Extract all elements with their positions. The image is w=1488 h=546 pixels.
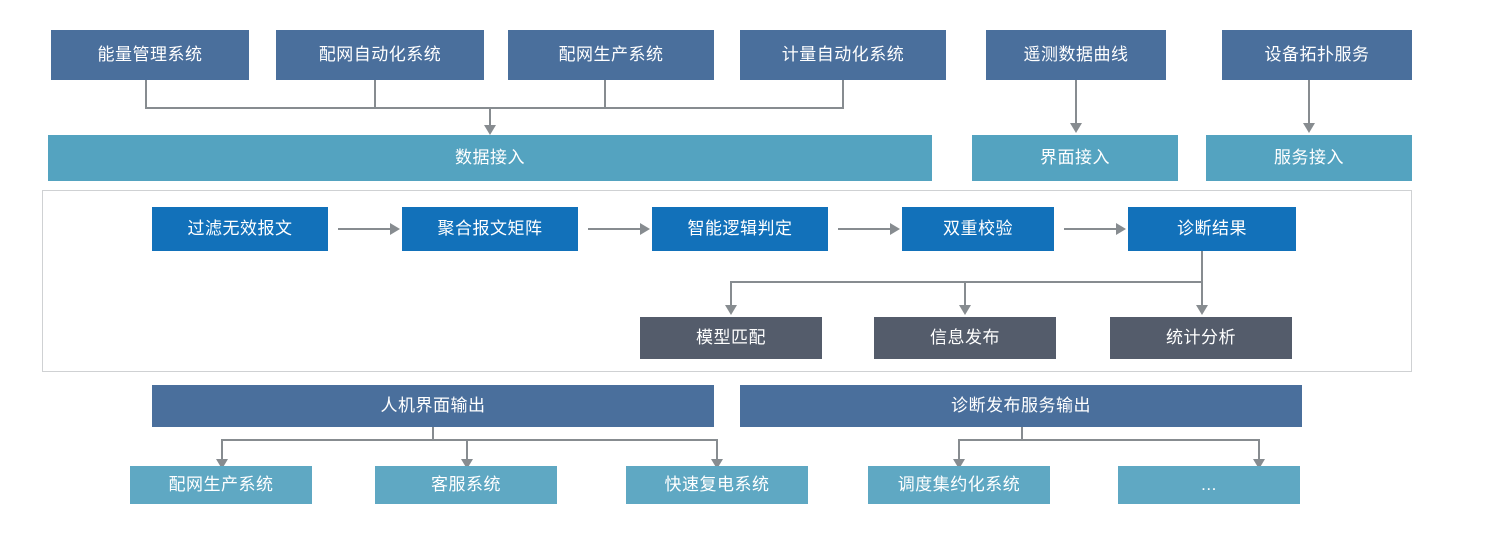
connector-hmi-to-consumer-3 xyxy=(716,439,718,461)
diagnosis-engine-panel xyxy=(42,190,1412,372)
connector-service-to-consumer-5 xyxy=(1258,439,1260,461)
source-box-telemetry-curve[interactable]: 遥测数据曲线 xyxy=(986,30,1166,80)
consumer-box-distribution-production[interactable]: 配网生产系统 xyxy=(130,466,312,504)
arrow-process-4-5 xyxy=(1116,223,1126,235)
process-box-diagnosis-result[interactable]: 诊断结果 xyxy=(1128,207,1296,251)
arrow-to-statistics xyxy=(1196,305,1208,315)
arrow-to-consumer-fast-restoration xyxy=(711,459,723,469)
source-box-metering-automation[interactable]: 计量自动化系统 xyxy=(740,30,946,80)
source-box-distribution-production[interactable]: 配网生产系统 xyxy=(508,30,714,80)
action-box-statistical-analysis[interactable]: 统计分析 xyxy=(1110,317,1292,359)
source-box-energy-management[interactable]: 能量管理系统 xyxy=(51,30,249,80)
arrow-to-model-match xyxy=(725,305,737,315)
connector-process-1-2 xyxy=(338,228,392,230)
consumer-box-fast-restoration[interactable]: 快速复电系统 xyxy=(626,466,808,504)
access-bar-data[interactable]: 数据接入 xyxy=(48,135,932,181)
connector-source-3-drop xyxy=(604,80,606,109)
arrow-to-consumer-more xyxy=(1253,459,1265,469)
connector-service-bus xyxy=(958,439,1260,441)
connector-service-to-consumer-4 xyxy=(958,439,960,461)
process-box-aggregate-message-matrix[interactable]: 聚合报文矩阵 xyxy=(402,207,578,251)
output-bar-diagnosis-service[interactable]: 诊断发布服务输出 xyxy=(740,385,1302,427)
connector-topology-drop xyxy=(1308,80,1310,125)
arrow-to-consumer-customer-service xyxy=(461,459,473,469)
action-box-model-matching[interactable]: 模型匹配 xyxy=(640,317,822,359)
arrow-process-1-2 xyxy=(390,223,400,235)
connector-hmi-to-consumer-1 xyxy=(221,439,223,461)
connector-data-access-stem xyxy=(489,107,491,127)
connector-hmi-bus xyxy=(221,439,718,441)
process-box-double-verification[interactable]: 双重校验 xyxy=(902,207,1054,251)
connector-source-bus xyxy=(145,107,844,109)
output-bar-hmi[interactable]: 人机界面输出 xyxy=(152,385,714,427)
connector-hmi-stem xyxy=(432,427,434,441)
arrow-process-2-3 xyxy=(640,223,650,235)
arrow-to-consumer-dispatch-intensive xyxy=(953,459,965,469)
access-bar-service[interactable]: 服务接入 xyxy=(1206,135,1412,181)
connector-process-3-4 xyxy=(838,228,892,230)
process-box-filter-invalid-messages[interactable]: 过滤无效报文 xyxy=(152,207,328,251)
connector-source-4-drop xyxy=(842,80,844,109)
source-box-distribution-automation[interactable]: 配网自动化系统 xyxy=(276,30,484,80)
access-bar-ui[interactable]: 界面接入 xyxy=(972,135,1178,181)
connector-process-2-3 xyxy=(588,228,642,230)
connector-service-stem xyxy=(1021,427,1023,441)
consumer-box-dispatch-intensive[interactable]: 调度集约化系统 xyxy=(868,466,1050,504)
arrow-to-data-access xyxy=(484,125,496,135)
connector-result-drop xyxy=(1201,251,1203,282)
action-box-information-publishing[interactable]: 信息发布 xyxy=(874,317,1056,359)
connector-result-to-info-publish xyxy=(964,281,966,307)
connector-process-4-5 xyxy=(1064,228,1118,230)
connector-hmi-to-consumer-2 xyxy=(466,439,468,461)
source-box-device-topology-service[interactable]: 设备拓扑服务 xyxy=(1222,30,1412,80)
process-box-intelligent-logic-decision[interactable]: 智能逻辑判定 xyxy=(652,207,828,251)
consumer-box-more[interactable]: ... xyxy=(1118,466,1300,504)
arrow-to-consumer-distribution-production xyxy=(216,459,228,469)
connector-result-bus xyxy=(730,281,1203,283)
arrow-process-3-4 xyxy=(890,223,900,235)
connector-source-1-drop xyxy=(145,80,147,109)
connector-result-to-statistics xyxy=(1201,281,1203,307)
arrow-to-ui-access xyxy=(1070,123,1082,133)
consumer-box-customer-service[interactable]: 客服系统 xyxy=(375,466,557,504)
arrow-to-info-publish xyxy=(959,305,971,315)
connector-source-2-drop xyxy=(374,80,376,109)
arrow-to-service-access xyxy=(1303,123,1315,133)
connector-telemetry-drop xyxy=(1075,80,1077,125)
connector-result-to-model-match xyxy=(730,281,732,307)
